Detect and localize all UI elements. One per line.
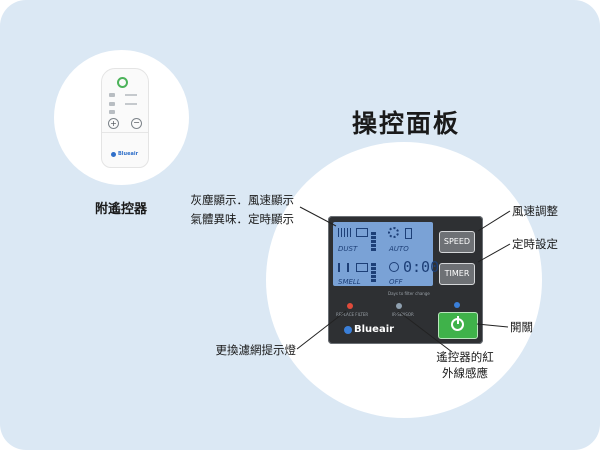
remote-brand: Blueair	[118, 151, 139, 157]
ir-sensor-caption: IR-SENSOR	[392, 312, 414, 317]
lcd-auto: AUTO	[389, 245, 409, 253]
label-filter-light: 更換濾網提示燈	[215, 343, 297, 357]
lcd-dust: DUST	[338, 245, 358, 253]
replace-filter-led	[347, 303, 353, 309]
dust-grid-icon	[338, 228, 351, 237]
remote-row-1b	[125, 94, 137, 96]
remote-control: + − Blueair	[101, 68, 149, 168]
remote-logo-icon	[111, 152, 116, 157]
fan-level-icon	[405, 228, 412, 239]
speed-button[interactable]: SPEED	[439, 231, 475, 253]
dust-level-bar	[371, 232, 376, 252]
remote-row-1[interactable]	[109, 93, 115, 97]
lcd-timer: 0:00	[403, 258, 440, 276]
power-icon-stem	[457, 316, 459, 324]
lcd-off: OFF	[389, 278, 403, 286]
remote-label: 附遙控器	[95, 202, 148, 217]
remote-row-2b	[125, 103, 137, 105]
smell-level-bar	[371, 263, 376, 283]
power-button[interactable]	[438, 312, 478, 339]
remote-plus-button[interactable]: +	[108, 118, 119, 129]
label-power: 開關	[510, 320, 533, 334]
dust-box-icon	[356, 228, 368, 237]
clock-icon	[389, 262, 399, 272]
lcd-smell: SMELL	[338, 278, 361, 286]
label-timer-set: 定時設定	[512, 237, 558, 251]
page-title: 操控面板	[352, 109, 461, 138]
label-ir-sensor-2: 外線感應	[442, 366, 488, 380]
remote-power-icon[interactable]	[117, 77, 128, 88]
remote-minus-button[interactable]: −	[131, 118, 142, 129]
status-led	[454, 302, 460, 308]
ir-sensor-led	[396, 303, 402, 309]
label-speed-adjust: 風速調整	[512, 204, 558, 218]
remote-row-3[interactable]	[109, 110, 115, 114]
panel-brand: Blueair	[354, 324, 395, 335]
fan-icon	[388, 227, 399, 238]
filter-days-caption: Days to filter change	[388, 291, 430, 296]
timer-button[interactable]: TIMER	[439, 263, 475, 285]
label-dust-display: 灰塵顯示．風速顯示	[190, 193, 295, 207]
panel-logo-icon	[344, 326, 352, 334]
remote-row-2[interactable]	[109, 102, 115, 106]
replace-filter-caption: REPLACE FILTER	[336, 312, 369, 317]
smell-box-icon	[356, 263, 368, 272]
remote-divider	[102, 132, 148, 133]
label-gas-display: 氣體異味．定時顯示	[190, 212, 295, 226]
smell-icon	[338, 263, 349, 272]
label-ir-sensor-1: 遙控器的紅	[436, 350, 494, 364]
